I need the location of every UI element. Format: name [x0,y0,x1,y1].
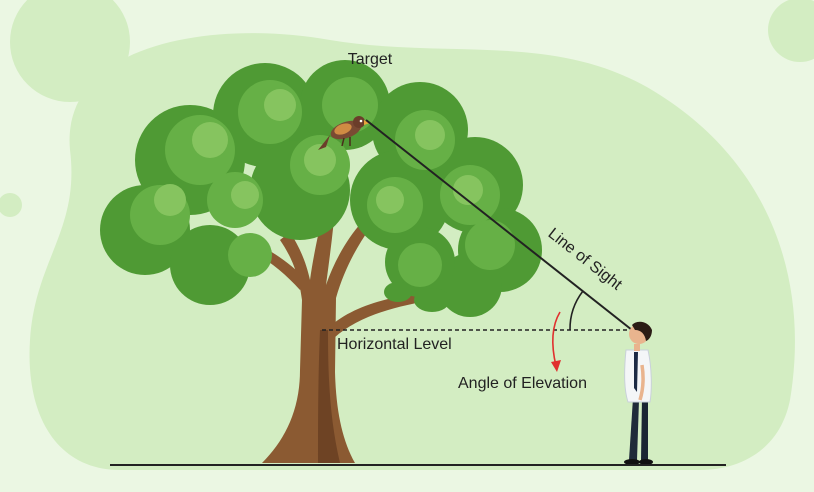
trunk-shading [318,330,340,463]
observer-person [624,321,653,465]
angle-arc [569,290,584,331]
background-dot-left [0,193,22,217]
target-label: Target [348,51,393,68]
tree-canopy [100,60,542,317]
background-dot-top-right [768,0,814,62]
bird-icon [318,116,370,150]
background-dot-top-left [10,0,130,102]
line-of-sight [365,119,633,331]
horizontal-level-label: Horizontal Level [337,336,452,353]
angle-of-elevation-label: Angle of Elevation [458,375,587,392]
angle-arrow-head [551,360,561,372]
angle-arrow [552,311,561,367]
